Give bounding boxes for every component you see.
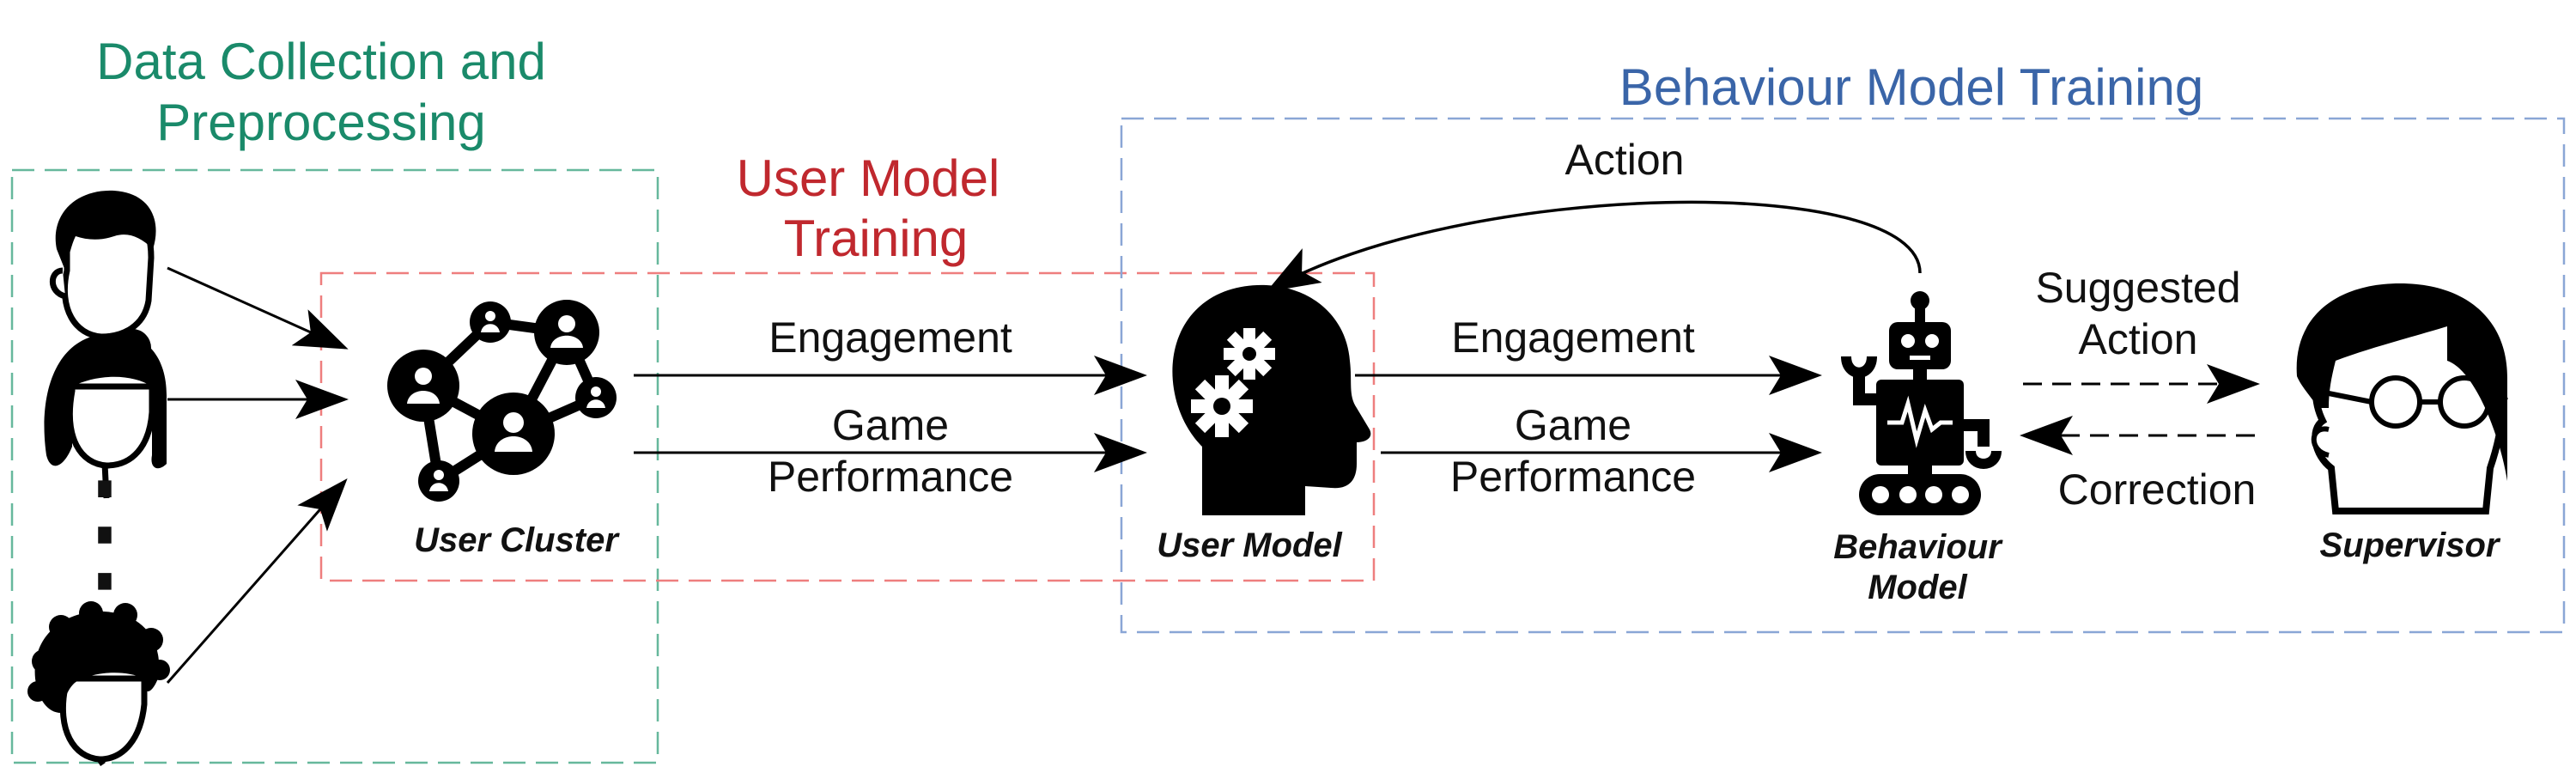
head-gears-icon [1172,284,1371,515]
game-performance-1-label-line1: Game [832,401,949,449]
robot-icon [1841,291,2002,515]
arrow-person3-to-cluster [166,478,348,684]
supervisor-glasses-icon [2296,283,2508,514]
behaviour-model-label-line1: Behaviour [1833,528,2003,566]
user-cluster-label: User Cluster [414,521,620,559]
user-model-training-region [319,271,1376,582]
data-collection-title-line2: Preprocessing [156,94,486,151]
user-model-training-title-line2: Training [784,210,969,267]
engagement-1-label: Engagement [769,313,1012,362]
engagement-2-label: Engagement [1451,313,1695,362]
user-model-label: User Model [1157,526,1342,564]
arrow-action-feedback [1266,200,1922,292]
game-performance-1-label-line2: Performance [768,453,1013,501]
arrow-person1-to-cluster [167,266,349,350]
ellipsis-dots: ⋮ [40,455,169,606]
supervisor-label: Supervisor [2320,526,2501,564]
person-curly-hair-icon [27,601,170,766]
game-performance-2-label-line1: Game [1515,401,1631,449]
person-short-hair-icon [49,190,156,366]
network-cluster-icon [387,300,617,502]
user-model-training-title-line1: User Model [737,149,1000,207]
suggested-action-label-line1: Suggested [2035,264,2240,312]
suggested-action-label-line2: Action [2079,315,2198,363]
behaviour-model-label-line2: Model [1868,569,1967,606]
game-performance-2-label-line2: Performance [1450,453,1696,501]
person-long-hair-icon [44,329,167,499]
action-label: Action [1565,136,1685,184]
correction-label: Correction [2058,466,2257,514]
behaviour-model-training-title: Behaviour Model Training [1619,58,2203,116]
data-collection-title-line1: Data Collection and [96,33,546,90]
